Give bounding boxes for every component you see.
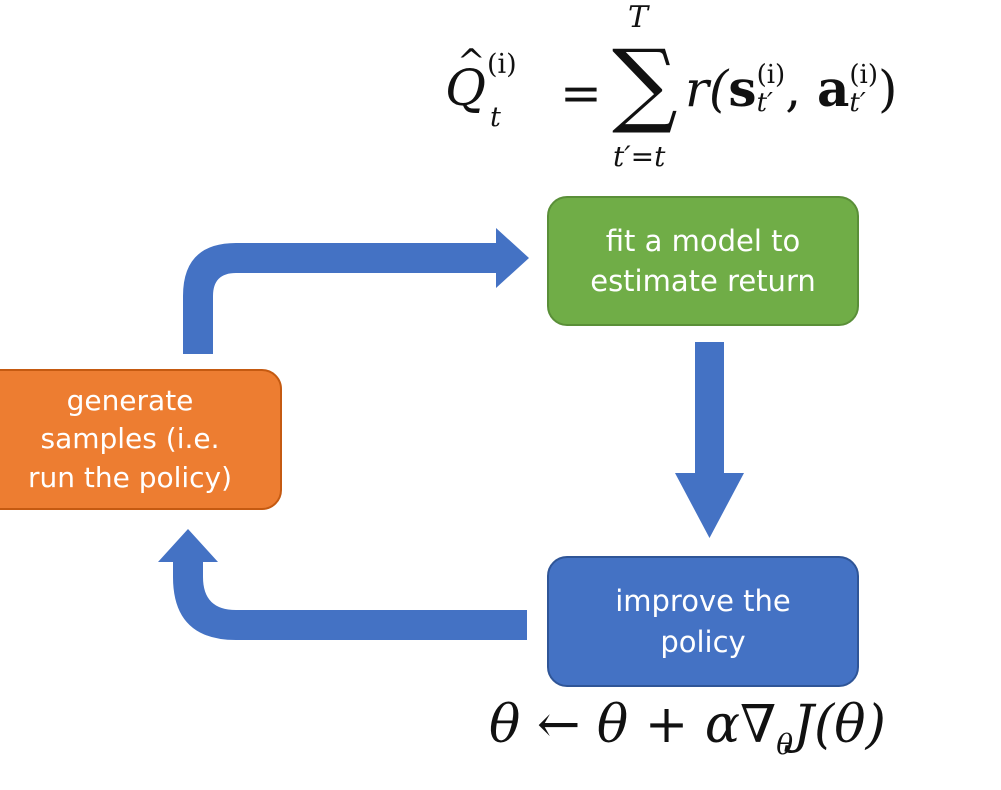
fit-model-box: fit a model to estimate return bbox=[547, 196, 859, 326]
q-subscript: t bbox=[490, 102, 501, 133]
comma: , bbox=[785, 59, 817, 118]
summation-symbol: ∑ bbox=[612, 30, 678, 137]
q-symbol: Q bbox=[445, 59, 486, 117]
state-subscript: t′ bbox=[756, 87, 773, 118]
gradient-subscript: θ bbox=[776, 728, 794, 761]
gradient-update-equation: θ ← θ + α∇θJ(θ) bbox=[489, 695, 886, 761]
arrow-improve-to-generate bbox=[158, 529, 527, 640]
arrow-fit-to-improve bbox=[675, 342, 744, 538]
action-indices: (i) t′ bbox=[849, 62, 878, 116]
gradient-update-rhs: J(θ) bbox=[793, 695, 886, 755]
state-symbol: s bbox=[728, 59, 757, 118]
equals-sign: = bbox=[560, 64, 602, 122]
reward-function: r( bbox=[685, 59, 729, 118]
generate-samples-box: generate samples (i.e. run the policy) bbox=[0, 369, 282, 510]
sum-lower-limit: t′=t bbox=[613, 140, 666, 173]
reward-expression: r( s (i) t′ , a (i) t′ ) bbox=[685, 59, 898, 118]
fit-model-label-line1: fit a model to bbox=[605, 223, 801, 258]
improve-policy-label-line1: improve the bbox=[615, 584, 791, 619]
sum-upper-limit: T bbox=[628, 0, 649, 35]
state-superscript: (i) bbox=[756, 59, 786, 90]
generate-samples-label-line1: generate bbox=[66, 383, 194, 417]
improve-policy-label-line2: policy bbox=[660, 624, 746, 659]
arrow-generate-to-fit bbox=[183, 228, 529, 354]
q-estimate-equation: Q ^ (i) t = T ∑ t′=t r( s (i) t′ , a (i)… bbox=[430, 0, 990, 182]
improve-policy-box: improve the policy bbox=[547, 556, 859, 687]
q-hat-accent: ^ bbox=[457, 42, 486, 82]
generate-samples-label-line3: run the policy) bbox=[27, 460, 233, 494]
close-paren: ) bbox=[878, 59, 898, 118]
action-superscript: (i) bbox=[849, 59, 878, 90]
state-indices: (i) t′ bbox=[757, 62, 786, 116]
gradient-update-lhs: θ ← θ + α∇ bbox=[489, 695, 777, 755]
q-superscript: (i) bbox=[487, 49, 517, 80]
fit-model-label-line2: estimate return bbox=[590, 264, 816, 298]
action-symbol: a bbox=[816, 59, 850, 118]
generate-samples-label-line2: samples (i.e. bbox=[40, 422, 220, 456]
action-subscript: t′ bbox=[849, 87, 866, 118]
